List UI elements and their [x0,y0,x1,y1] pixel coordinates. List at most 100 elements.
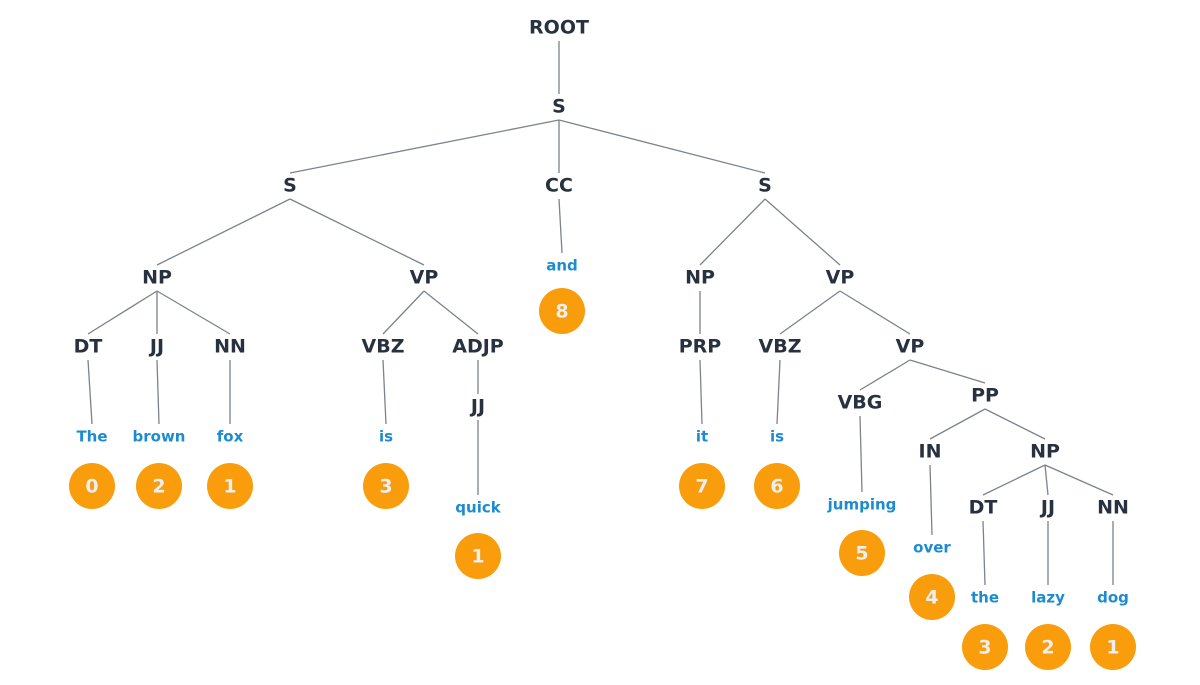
badge-value: 1 [223,476,236,498]
tree-node-s: S [283,175,297,197]
token-badge: 7 [679,463,725,509]
badge-value: 1 [1106,637,1119,659]
tree-edge [156,198,291,266]
badge-value: 8 [555,301,568,323]
badge-circle [363,463,409,509]
tree-node-np: NP [685,267,715,289]
badge-value: 4 [925,587,938,609]
tree-edges-layer [87,41,1114,496]
badge-circle [754,463,800,509]
tree-edge [909,359,986,384]
tree-node-vbz: VBZ [759,336,802,358]
tree-edge [982,464,1046,496]
tree-edge [1044,464,1114,496]
token-edge [929,464,933,536]
tree-edge [859,359,911,391]
token-edge [776,359,781,425]
token-word: is [770,428,784,446]
badge-value: 6 [770,476,783,498]
tree-edge [764,198,841,266]
badge-circle [962,624,1008,670]
tree-edge [558,119,766,174]
tree-edge [87,290,158,335]
token-badge: 1 [207,463,253,509]
tree-node-pp: PP [971,385,999,407]
token-badge: 2 [136,463,182,509]
tree-edge [289,198,425,266]
badge-circle [136,463,182,509]
badge-circle [839,530,885,576]
token-edge [382,359,387,425]
tree-node-adjp: ADJP [452,336,504,358]
badge-circle [455,533,501,579]
tree-node-s: S [552,96,566,118]
tree-edge [289,119,560,174]
token-edge [87,359,93,425]
token-badge: 0 [69,463,115,509]
token-word: is [379,428,393,446]
token-badge: 1 [1090,624,1136,670]
tree-node-vp: VP [410,267,439,289]
badge-circle [207,463,253,509]
badge-value: 0 [85,476,98,498]
token-word: fox [217,428,244,446]
badge-value: 3 [379,476,392,498]
token-word: The [76,428,107,446]
token-word: jumping [827,496,897,514]
badge-value: 7 [695,476,708,498]
tree-node-dt: DT [969,497,998,519]
badge-circle [1025,624,1071,670]
badge-value: 1 [471,546,484,568]
token-edge [156,359,160,425]
tree-node-np: NP [142,267,172,289]
token-badge: 2 [1025,624,1071,670]
tree-node-prp: PRP [679,336,722,358]
badge-circle [909,574,955,620]
token-badge: 4 [909,574,955,620]
tree-edge [984,408,1046,440]
badge-value: 2 [152,476,165,498]
token-word: lazy [1031,589,1065,607]
tree-nodes-layer: ROOT S S CC S NP VP NP VP DT JJ NN VBZ ADJP PRP VBZ VP JJ… [74,17,1129,519]
token-badge: 3 [962,624,1008,670]
tree-node-in: IN [919,441,942,463]
tree-node-cc: CC [545,175,573,197]
tree-node-root: ROOT [529,17,589,39]
badge-value: 3 [978,637,991,659]
badge-value: 2 [1041,637,1054,659]
token-word: the [971,589,999,607]
token-badge: 3 [363,463,409,509]
token-badges-layer: 0 2 1 3 1 8 7 6 5 4 3 2 1 [69,288,1136,670]
tree-node-vp: VP [896,336,925,358]
tree-node-jj: JJ [148,336,164,358]
token-edge [982,520,986,586]
tree-node-vp: VP [826,267,855,289]
tree-edge [156,290,231,335]
tree-edge [779,290,841,335]
tree-node-jj: JJ [1039,497,1055,519]
token-word: quick [455,499,501,517]
tree-node-dt: DT [74,336,103,358]
token-badge: 1 [455,533,501,579]
token-edges-layer [87,198,1114,586]
tree-edge [929,408,986,440]
token-word: over [913,539,951,557]
token-word: it [696,428,708,446]
token-word: dog [1097,589,1129,607]
token-badge: 6 [754,463,800,509]
tree-edge [699,198,766,266]
tree-edge [382,290,425,335]
tree-node-vbg: VBG [838,392,883,414]
badge-value: 5 [855,543,868,565]
tree-node-vbz: VBZ [362,336,405,358]
badge-circle [539,288,585,334]
tree-node-np: NP [1030,441,1060,463]
badge-circle [1090,624,1136,670]
token-badge: 5 [839,530,885,576]
tree-node-nn: NN [1097,497,1129,519]
badge-circle [679,463,725,509]
token-edge [699,359,703,425]
tree-node-s: S [758,175,772,197]
